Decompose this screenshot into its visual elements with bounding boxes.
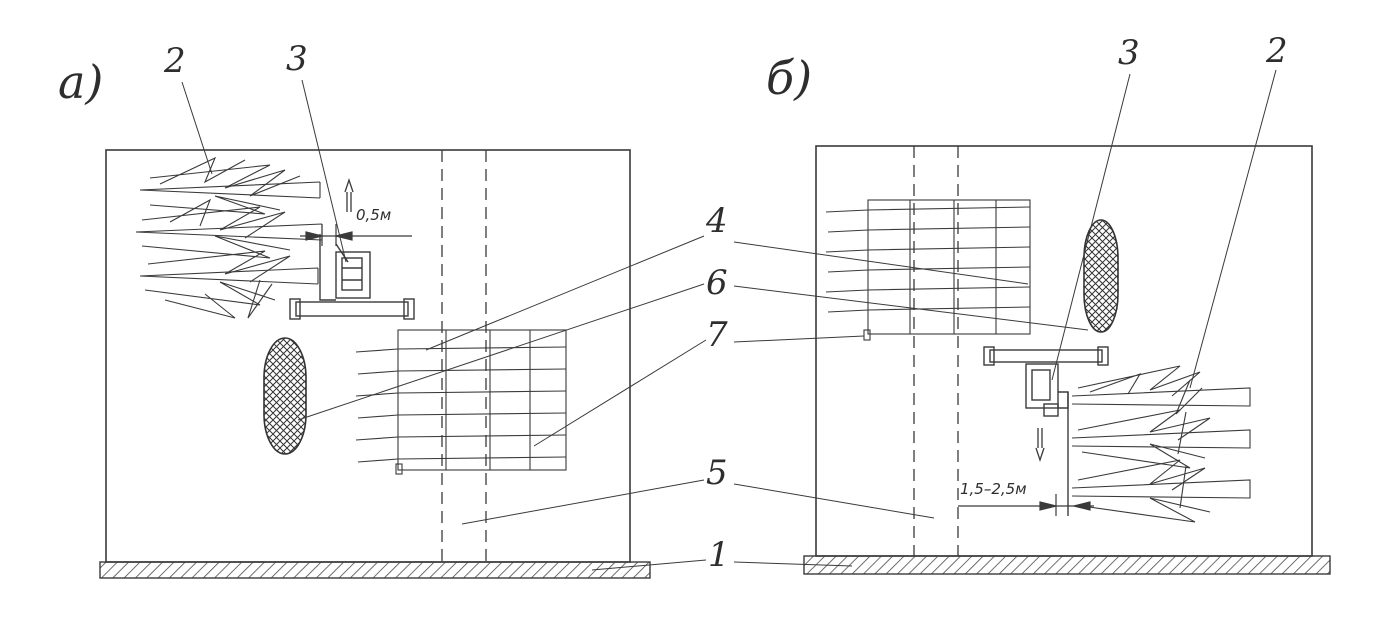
panel-b-ground (803, 555, 1331, 575)
panel-a-callout-2: 2 (163, 41, 186, 81)
panel-b-callout-2: 2 (1265, 31, 1288, 71)
panel-a: а) (58, 39, 730, 579)
panel-b-dimension (958, 494, 1094, 516)
panel-b-log-stack (825, 199, 1031, 341)
panel-a-dimension (300, 224, 412, 246)
panel-a-pile (263, 337, 307, 455)
panel-a-callout-6: 6 (706, 263, 728, 303)
panel-a-machine (289, 234, 415, 320)
panel-b: б) (733, 31, 1331, 575)
panel-a-dimension-label: 0,5м (356, 206, 391, 224)
panel-a-branchy-logs (135, 156, 323, 319)
panel-b-frame (815, 145, 1313, 557)
panel-b-dimension-label: 1,5–2,5м (960, 480, 1027, 498)
panel-b-leaders (733, 69, 1277, 567)
panel-a-callout-3: 3 (286, 39, 308, 79)
panel-a-callout-4: 4 (705, 201, 728, 241)
panel-a-log-stack (355, 329, 567, 475)
panel-a-up-arrow (344, 177, 354, 212)
panel-a-label: а) (58, 55, 103, 109)
panel-b-label: б) (766, 51, 812, 105)
panel-a-callout-1: 1 (708, 535, 730, 575)
panel-b-callout-3: 3 (1118, 33, 1140, 73)
panel-b-branchy-logs (1071, 365, 1251, 523)
panel-a-callout-7: 7 (706, 315, 728, 355)
panel-a-callout-5: 5 (706, 453, 728, 493)
panel-b-machine (983, 346, 1109, 516)
panel-b-pile (1083, 219, 1119, 333)
panel-a-ground (99, 561, 651, 579)
panel-b-down-arrow (1035, 428, 1045, 463)
panel-a-leaders (181, 79, 707, 571)
